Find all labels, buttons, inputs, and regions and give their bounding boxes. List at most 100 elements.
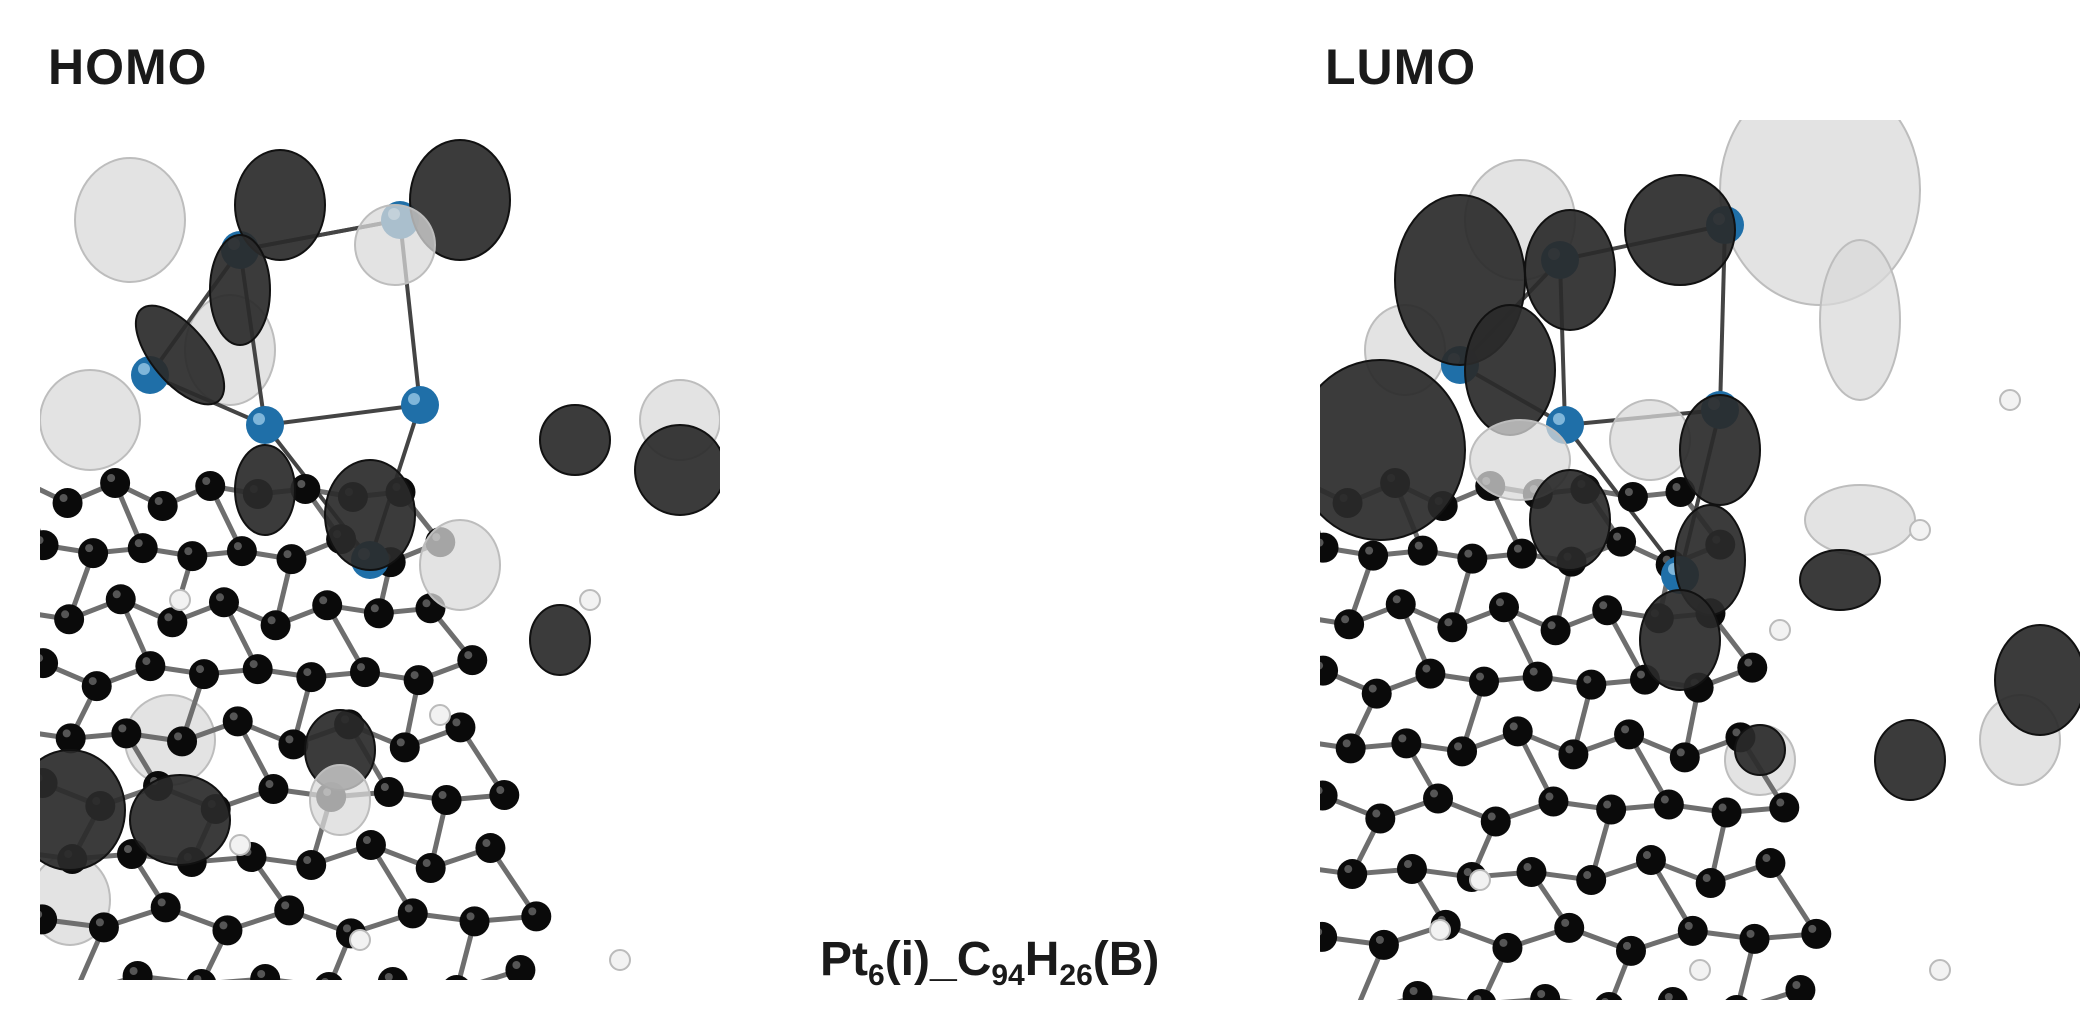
atom-highlight [283,550,292,559]
carbon-atom [1492,932,1523,963]
orbital-lobe-dark [1639,589,1721,691]
carbon-atom [373,777,404,808]
atom-highlight [1583,675,1592,684]
carbon-atom [1725,995,1748,1000]
atom-highlight [129,967,138,975]
carbon-atom [296,850,327,881]
carbon-atom [349,657,380,688]
carbon-atom [1335,733,1366,764]
carbon-atom [1402,981,1433,1000]
atom-highlight [1537,990,1546,998]
atom-highlight [196,665,205,674]
carbon-atom [40,530,59,561]
atom-highlight [1403,860,1412,869]
orbital-lobe-dark [234,444,296,536]
carbon-atom [1506,538,1537,569]
atom-highlight [1409,987,1418,995]
carbon-atom [177,541,208,572]
caption-metal: Pt [820,933,868,986]
atom-highlight [253,413,265,425]
atom-highlight [1341,615,1350,624]
atom-highlight [249,660,258,669]
atom-highlight [95,918,104,927]
carbon-atom [1320,655,1339,686]
carbon-atom [1606,526,1637,557]
atom-highlight [267,616,276,625]
lumo-label: LUMO [1325,39,1477,95]
atom-highlight [384,973,393,980]
atom-highlight [528,907,537,916]
carbon-atom [260,610,291,641]
atom-highlight [1664,993,1673,1000]
carbon-atom [1657,987,1688,1000]
carbon-atom [1801,918,1832,949]
carbon-atom [150,892,181,923]
atom-highlight [184,547,193,556]
orbital-lobe-dark [40,749,126,871]
carbon-atom [122,961,153,980]
carbon-atom [1739,923,1770,954]
orbital-lobe-light [1609,399,1691,481]
carbon-atom [1365,803,1396,834]
carbon-atom [258,774,289,805]
carbon-atom [1320,921,1338,952]
atom-highlight [1513,544,1522,553]
atom-highlight [1762,854,1771,863]
bond [1320,993,1354,1000]
carbon-atom [1785,975,1816,1000]
carbon-atom [489,780,520,811]
atom-highlight [1487,812,1496,821]
carbon-atom [1596,794,1627,825]
atom-highlight [1660,795,1669,804]
orbital-lobe-dark [1799,549,1881,611]
orbital-lobe-light [74,157,186,283]
carbon-atom [274,895,305,926]
hydrogen-atom [1999,389,2021,411]
carbon-atom [1320,532,1339,563]
carbon-atom [1516,857,1547,888]
carbon-atom [312,590,343,621]
orbital-lobe-dark [409,139,511,261]
carbon-atom [147,491,178,521]
structure-caption: Pt6(i)_C94H26(B) [820,932,1159,993]
carbon-atom [1677,915,1708,946]
atom-highlight [257,970,266,978]
carbon-atom [1540,615,1571,646]
atom-highlight [1476,672,1485,681]
carbon-atom [1592,595,1623,626]
carbon-atom [1614,719,1645,750]
carbon-atom [1437,612,1468,643]
lumo-molecule-diagram [1320,120,2080,1000]
atom-highlight [233,542,242,551]
atom-highlight [370,604,379,613]
orbital-lobe-dark [1529,469,1611,571]
hydrogen-atom [1429,919,1451,941]
carbon-atom [1538,786,1569,817]
atom-highlight [362,836,371,845]
carbon-atom [1488,592,1519,623]
atom-highlight [118,724,127,733]
carbon-atom [1447,736,1478,767]
atom-highlight [496,786,505,795]
atom-highlight [164,613,173,622]
atom-highlight [297,480,306,488]
orbital-lobe-dark [634,424,720,516]
atom-highlight [202,477,211,485]
carbon-atom [397,898,428,929]
atom-highlight [1672,483,1681,491]
carbon-atom [276,544,307,575]
atom-highlight [1565,745,1574,754]
atom-highlight [1398,734,1407,743]
atom-highlight [303,856,312,865]
carbon-atom [111,718,142,749]
caption-hydrogen-count: 26 [1059,959,1093,992]
carbon-atom [457,645,488,676]
atom-highlight [422,599,431,608]
atom-highlight [1375,935,1384,944]
carbon-atom [226,536,257,567]
carbon-atom [505,955,536,980]
carbon-atom [40,648,59,679]
atom-highlight [1613,532,1622,541]
atom-highlight [85,544,94,553]
lumo-orbital-lobes-front [1320,174,2080,801]
